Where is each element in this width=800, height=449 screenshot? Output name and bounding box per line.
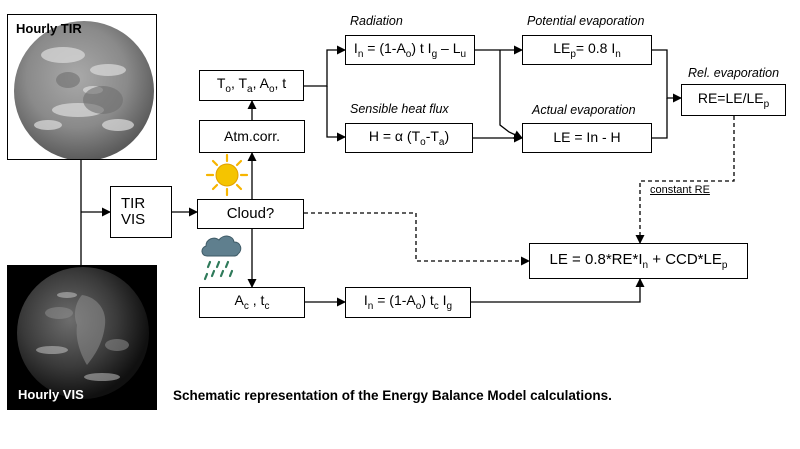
arrow-pot-re xyxy=(652,49,682,103)
radiation-label: Radiation xyxy=(350,14,403,28)
arrow-cloudy-final xyxy=(471,278,645,303)
relative-formula: RE=LE/LEp xyxy=(697,89,770,110)
relative-label: Rel. evaporation xyxy=(688,66,780,80)
cloudy-radiation-box: In = (1-Ao) tc Ig xyxy=(345,287,471,318)
diagram-caption: Schematic representation of the Energy B… xyxy=(173,388,612,403)
radiation-box: In = (1-Ao) t Ig – Lu xyxy=(345,35,475,65)
actual-box: LE = In - H xyxy=(522,123,652,153)
params-box: To, Ta, Ao, t xyxy=(199,70,304,101)
arrow-to-sensible xyxy=(326,86,346,142)
arrow-act-re xyxy=(652,98,668,139)
cloudy-params-text: Ac , tc xyxy=(234,292,270,312)
arrow-rad-actual xyxy=(499,50,523,139)
sensible-formula: H = α (To-Ta) xyxy=(368,127,450,148)
arrow-re-final-dashed xyxy=(635,116,735,244)
globe-tir-image xyxy=(14,21,154,159)
radiation-formula: In = (1-Ao) t Ig – Lu xyxy=(353,39,467,60)
input-line-tir: TIR xyxy=(121,194,146,212)
cloud-decision-label: Cloud? xyxy=(226,204,275,222)
final-le-formula: LE = 0.8*RE*In + CCD*LEp xyxy=(549,250,728,271)
input-line-vis: VIS xyxy=(121,211,146,228)
vis-panel-title: Hourly VIS xyxy=(18,387,84,402)
cloudy-radiation-formula: In = (1-Ao) tc Ig xyxy=(363,292,453,312)
cloudy-params-box: Ac , tc xyxy=(199,287,305,318)
atm-corr-box: Atm.corr. xyxy=(199,120,305,153)
rain-cloud-icon xyxy=(201,235,242,281)
input-box: TIR VIS xyxy=(110,186,172,238)
tir-panel: Hourly TIR xyxy=(7,14,157,160)
constant-re-label: constant RE xyxy=(650,184,710,196)
arrow-cloud-final-dashed xyxy=(304,212,530,266)
globe-vis-image xyxy=(17,267,149,399)
tir-panel-title: Hourly TIR xyxy=(16,21,82,36)
params-text: To, Ta, Ao, t xyxy=(216,75,287,95)
sensible-box: H = α (To-Ta) xyxy=(345,123,473,153)
final-le-box: LE = 0.8*RE*In + CCD*LEp xyxy=(529,243,748,279)
actual-formula: LE = In - H xyxy=(553,129,621,146)
vis-panel: Hourly VIS xyxy=(7,265,157,410)
sun-icon xyxy=(205,153,249,197)
atm-corr-label: Atm.corr. xyxy=(223,127,280,144)
sensible-label: Sensible heat flux xyxy=(350,102,449,116)
cloud-decision-box: Cloud? xyxy=(197,199,304,229)
potential-label: Potential evaporation xyxy=(527,14,645,28)
potential-formula: LEp= 0.8 In xyxy=(553,39,621,60)
relative-box: RE=LE/LEp xyxy=(681,84,786,116)
arrow-to-radiation xyxy=(304,45,346,87)
actual-label: Actual evaporation xyxy=(532,103,636,117)
potential-box: LEp= 0.8 In xyxy=(522,35,652,65)
